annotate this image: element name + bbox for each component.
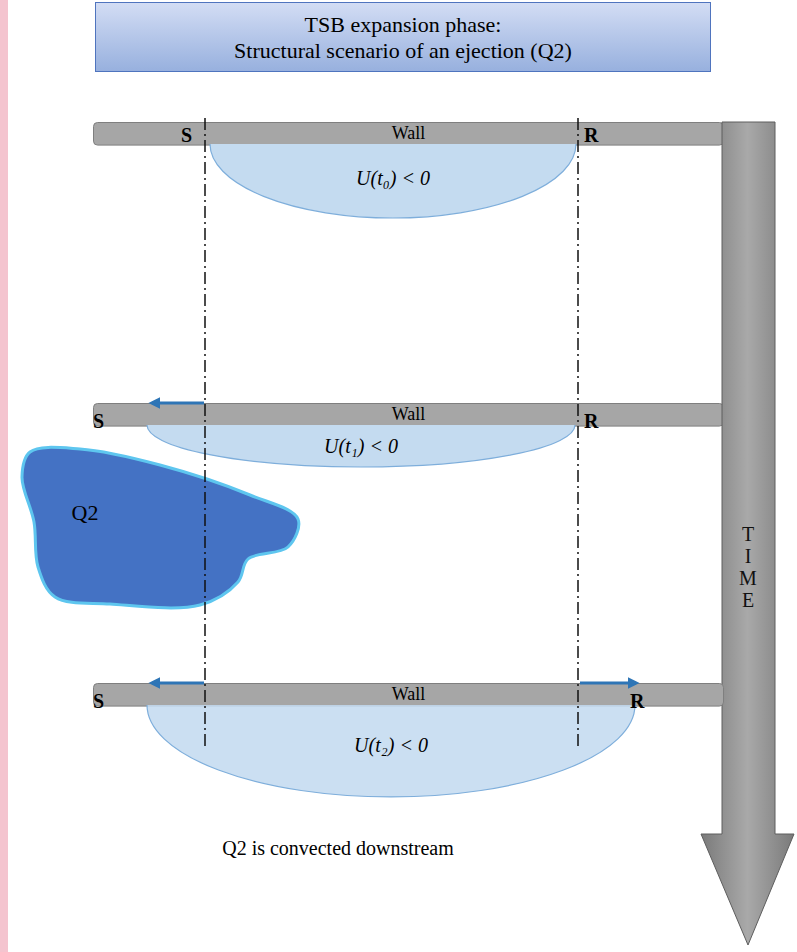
bubble-fill	[147, 705, 635, 797]
wall-bar-text: Wall	[392, 404, 426, 426]
bubble-outline	[147, 705, 635, 797]
separation-bubble-text: U(t₁) < 0	[324, 434, 398, 458]
point-label: S	[93, 411, 104, 431]
wall-fill	[94, 404, 724, 427]
dash-dot-line	[577, 118, 579, 748]
arrow-body	[701, 122, 794, 945]
point-label: R	[584, 411, 598, 431]
ejection-blob-text: Q2 is convected downstream	[222, 836, 454, 860]
wall-bar: Wall	[93, 683, 724, 707]
wall-fill	[94, 684, 724, 707]
dash-dot-line	[204, 118, 206, 748]
wall-fill	[94, 123, 724, 146]
ejection-blob-text: Q2	[72, 500, 99, 526]
motion-arrow	[580, 682, 636, 685]
motion-arrow	[152, 402, 204, 405]
point-label: R	[630, 691, 644, 711]
title-frame	[96, 3, 711, 72]
separation-bubble: U(t₁) < 0	[147, 425, 575, 467]
bubble-outline	[210, 144, 576, 218]
time-arrow-text: TIME	[739, 523, 757, 611]
ejection-blob: Q2 is convected downstream	[38, 678, 688, 898]
ejection-blob: Q2	[20, 447, 300, 607]
separation-bubble: U(t₀) < 0	[210, 144, 576, 218]
bubble-outline	[147, 425, 575, 467]
ejection-blob-shape	[38, 678, 688, 898]
wall-bar-text: Wall	[392, 684, 426, 706]
separation-bubble: U(t₂) < 0	[147, 705, 635, 797]
blob-fill	[22, 447, 299, 608]
wall-bar-text: Wall	[392, 123, 426, 145]
motion-arrow	[152, 682, 204, 685]
blob-fill	[38, 681, 687, 894]
bubble-fill	[210, 144, 576, 218]
bubble-fill	[147, 425, 575, 467]
time-arrow: TIME	[700, 122, 795, 948]
point-label: R	[584, 125, 598, 145]
point-label: S	[181, 125, 192, 145]
ejection-blob-shape	[20, 447, 300, 607]
point-label: S	[93, 691, 104, 711]
separation-bubble-text: U(t₂) < 0	[354, 733, 428, 757]
wall-bar: Wall	[93, 403, 724, 427]
side-strip	[0, 0, 8, 952]
title-box-text: TSB expansion phase: Structural scenario…	[234, 12, 572, 65]
separation-bubble-text: U(t₀) < 0	[356, 166, 430, 190]
title-box: TSB expansion phase: Structural scenario…	[95, 2, 711, 72]
